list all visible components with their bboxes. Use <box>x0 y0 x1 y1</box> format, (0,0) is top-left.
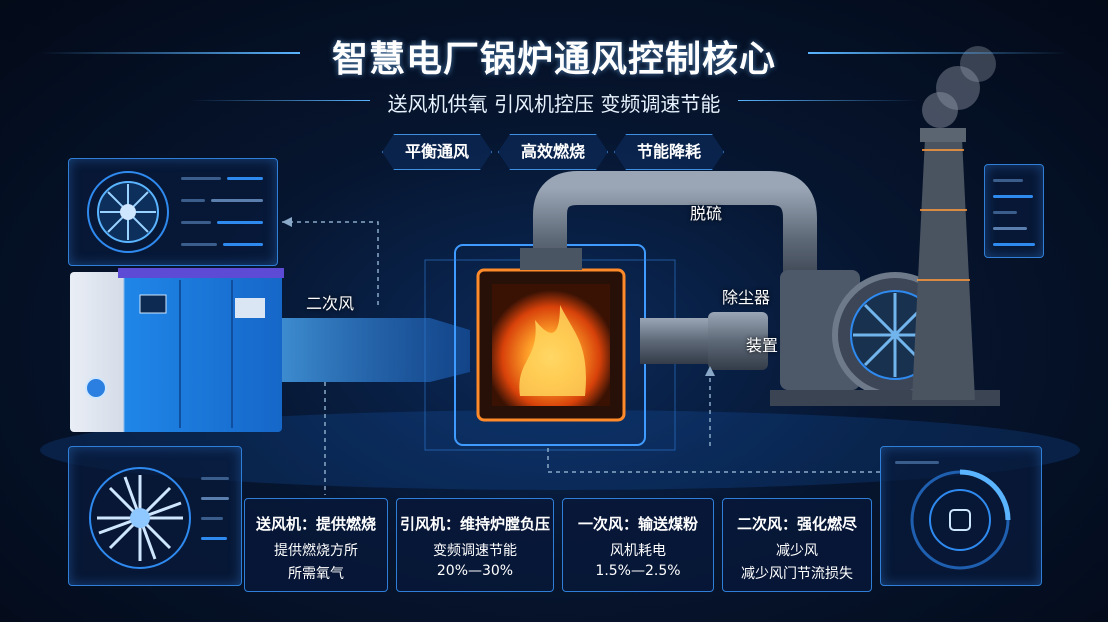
subtitle-deco-right <box>738 100 918 101</box>
upper-pipe <box>533 171 817 290</box>
gauge-panel <box>880 446 1042 586</box>
panel-readout <box>181 177 221 180</box>
arrow-head <box>282 217 292 227</box>
panel-readout <box>181 243 217 246</box>
label-secondary-air: 二次风 <box>306 294 355 313</box>
fan-icon <box>87 171 169 253</box>
blower-fan-panel <box>68 446 242 586</box>
chimney <box>912 138 975 400</box>
card-line: 20%—30% <box>436 563 514 579</box>
gauge-icon <box>910 469 1011 570</box>
panel-level <box>223 243 263 246</box>
outlet-duct <box>640 318 710 364</box>
panel-level <box>217 221 263 224</box>
tag-efficient-combustion: 高效燃烧 <box>498 134 608 170</box>
card-heading: 一次风：输送煤粉 <box>577 515 698 533</box>
panel-readout <box>201 517 223 520</box>
smoke <box>936 66 980 110</box>
card-primary-air: 一次风：输送煤粉 风机耗电 1.5%—2.5% <box>562 498 714 592</box>
label-dust-remover: 除尘器 <box>722 288 771 307</box>
flame-icon <box>519 305 586 396</box>
smoke <box>922 92 958 128</box>
card-line: 1.5%—2.5% <box>595 563 681 579</box>
chimney-lights <box>917 149 970 281</box>
machine-logo <box>235 298 265 318</box>
card-induced-draft-fan: 引风机：维持炉膛负压 变频调速节能 20%—30% <box>396 498 554 592</box>
page-title: 智慧电厂锅炉通风控制核心 <box>331 39 776 80</box>
pipe-flange <box>520 248 582 270</box>
card-blower: 送风机：提供燃烧 提供燃烧方所 所需氧气 <box>244 498 388 592</box>
card-line: 所需氧气 <box>288 566 344 582</box>
fan-monitor-panel <box>68 158 278 266</box>
panel-level <box>993 195 1033 198</box>
fan-icon <box>89 467 191 569</box>
panel-level <box>993 227 1027 230</box>
card-secondary-air: 二次风：强化燃尽 减少风 减少风门节流损失 <box>722 498 872 592</box>
panel-readout <box>993 211 1017 214</box>
machine-panel-seams <box>179 280 233 428</box>
title-deco-left <box>40 52 300 54</box>
blower-machine <box>70 272 282 432</box>
title-deco-right <box>808 52 1068 54</box>
tag-energy-saving: 节能降耗 <box>614 134 724 170</box>
card-heading: 引风机：维持炉膛负压 <box>399 515 550 533</box>
panel-level <box>201 537 227 540</box>
chimney-top <box>920 128 966 142</box>
airflow-stream <box>280 318 470 382</box>
label-dust-remover-device: 装置 <box>746 336 779 355</box>
status-side-panel <box>984 164 1044 258</box>
card-line: 减少风 <box>776 543 818 559</box>
panel-level <box>211 199 263 202</box>
card-line: 变频调速节能 <box>433 543 517 559</box>
subtitle-deco-left <box>190 100 370 101</box>
page-subtitle: 送风机供氧 引风机控压 变频调速节能 <box>387 92 721 116</box>
card-line: 风机耗电 <box>610 543 666 559</box>
panel-readout <box>181 221 211 224</box>
panel-readout <box>181 199 205 202</box>
smoke <box>960 46 996 82</box>
panel-level <box>227 177 263 180</box>
panel-level <box>993 243 1035 246</box>
card-line: 提供燃烧方所 <box>274 543 358 559</box>
duct-joint <box>708 312 768 370</box>
card-heading: 送风机：提供燃烧 <box>255 515 376 533</box>
arrow-head <box>705 366 715 376</box>
card-heading: 二次风：强化燃尽 <box>736 515 857 533</box>
flow-arrow <box>282 221 379 305</box>
label-desulfurization: 脱硫 <box>690 204 723 223</box>
flow-arrow <box>547 448 880 473</box>
machine-display <box>139 294 167 314</box>
panel-level <box>201 497 229 500</box>
card-line: 减少风门节流损失 <box>741 566 853 582</box>
machine-port <box>85 377 107 399</box>
panel-readout <box>895 461 939 464</box>
tag-balanced-ventilation: 平衡通风 <box>382 134 492 170</box>
panel-readout <box>201 477 229 480</box>
panel-readout <box>993 179 1023 182</box>
machine-top-trim <box>118 268 284 278</box>
